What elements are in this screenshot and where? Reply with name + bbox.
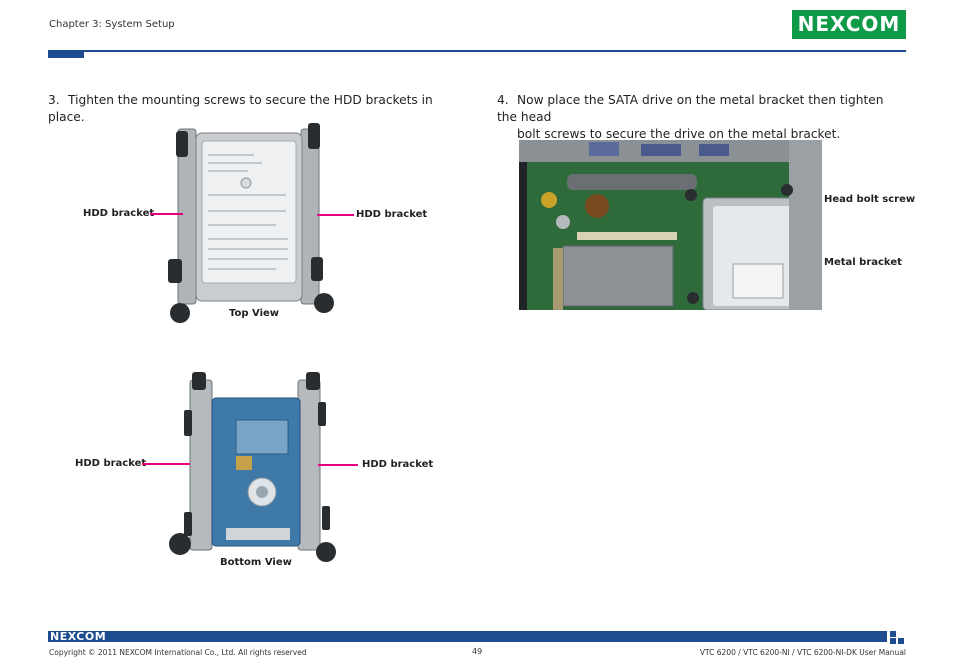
- footer-square-2: [890, 638, 896, 644]
- hdd-top-view-photo: [168, 123, 334, 323]
- step-3: 3.Tighten the mounting screws to secure …: [48, 92, 448, 126]
- page-number: 49: [472, 647, 483, 656]
- step-3-number: 3.: [48, 93, 60, 107]
- header-rule: [48, 50, 906, 52]
- top-view-right-label: HDD bracket: [356, 209, 428, 220]
- step-4-number: 4.: [497, 93, 509, 107]
- logo-text: NEXCOM: [797, 12, 901, 36]
- bottom-view-left-label: HDD bracket: [75, 458, 147, 469]
- top-view-right-callout-line: [317, 214, 354, 216]
- chapter-title: Chapter 3: System Setup: [49, 19, 175, 30]
- installed-drive-photo: [519, 140, 822, 310]
- manual-title: VTC 6200 / VTC 6200-NI / VTC 6200-NI-DK …: [699, 648, 906, 657]
- copyright-text: Copyright © 2011 NEXCOM International Co…: [49, 648, 307, 657]
- bottom-view-caption: Bottom View: [220, 557, 292, 568]
- step-3-text: Tighten the mounting screws to secure th…: [48, 93, 433, 124]
- bottom-view-right-label: HDD bracket: [362, 459, 434, 470]
- top-view-left-callout-line: [150, 213, 183, 215]
- step-4-text-line2: bolt screws to secure the drive on the m…: [517, 127, 841, 141]
- footer-square-1: [890, 631, 896, 637]
- bottom-view-left-callout-line: [142, 463, 190, 465]
- top-view-caption: Top View: [229, 308, 280, 319]
- header-accent-block: [48, 50, 84, 58]
- metal-bracket-label: Metal bracket: [824, 257, 902, 268]
- footer-square-3: [898, 638, 904, 644]
- top-view-left-label: HDD bracket: [83, 208, 155, 219]
- bottom-view-right-callout-line: [318, 464, 358, 466]
- step-4: 4.Now place the SATA drive on the metal …: [497, 92, 907, 143]
- hdd-bottom-view-photo: [169, 372, 336, 562]
- footer-bar: [48, 631, 887, 642]
- nexcom-logo: NEXCOM: [792, 10, 906, 39]
- head-bolt-screw-label: Head bolt screw: [824, 194, 916, 205]
- footer-logo: NEXCOM: [50, 630, 107, 643]
- step-4-text-line1: Now place the SATA drive on the metal br…: [497, 93, 884, 124]
